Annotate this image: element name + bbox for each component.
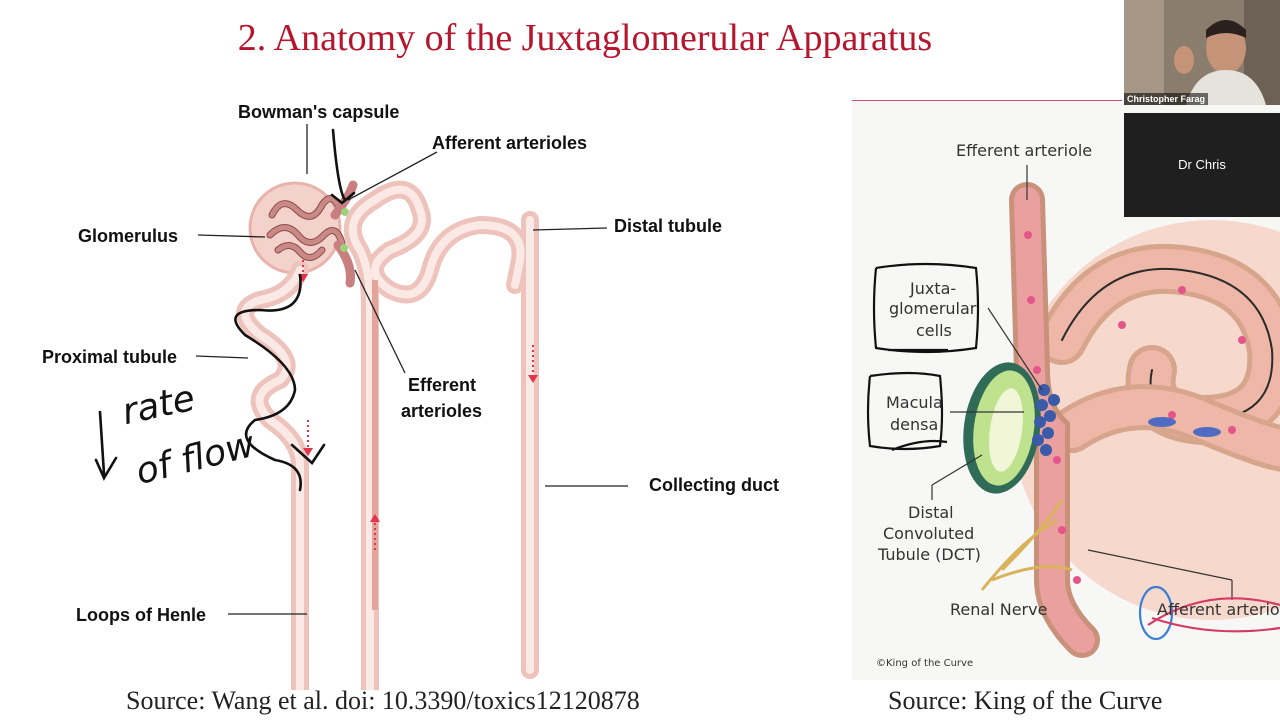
label-dct-1: Distal — [908, 503, 954, 522]
participant-name-1: Christopher Farag — [1124, 93, 1209, 105]
label-renal-nerve: Renal Nerve — [950, 600, 1048, 619]
label-proximal-tubule: Proximal tubule — [42, 347, 178, 367]
participant-video-icon — [1124, 0, 1280, 105]
label-efferent-arteriole: Efferent arteriole — [956, 141, 1093, 160]
label-glomerulus: Glomerulus — [78, 226, 179, 246]
label-macula-densa-1: Macula — [886, 393, 943, 412]
label-distal-tubule: Distal tubule — [614, 216, 723, 236]
label-jg-cells-1: Juxta- — [910, 279, 957, 298]
label-bowmans-capsule: Bowman's capsule — [238, 102, 400, 122]
jga-diagram — [852, 100, 1280, 658]
label-afferent-arterioles: Afferent arterioles — [432, 133, 588, 153]
label-efferent-arterioles-2: arterioles — [401, 401, 483, 421]
left-source: Source: Wang et al. doi: 10.3390/toxics1… — [126, 686, 640, 715]
label-dct-2: Convoluted — [883, 524, 975, 543]
label-collecting-duct: Collecting duct — [649, 475, 779, 495]
video-tile-christopher[interactable]: Christopher Farag — [1124, 0, 1280, 105]
label-loops-of-henle: Loops of Henle — [76, 605, 206, 625]
copyright-text: ©King of the Curve — [876, 658, 974, 669]
slide-title: 2. Anatomy of the Juxtaglomerular Appara… — [237, 17, 933, 59]
label-afferent-arteriole: Afferent arterio — [1157, 600, 1280, 619]
label-jg-cells-2: glomerular — [889, 299, 977, 318]
nephron-diagram — [94, 124, 628, 690]
label-jg-cells-3: cells — [916, 321, 952, 340]
participant-name-2: Dr Chris — [1178, 157, 1226, 172]
label-efferent-arterioles-1: Efferent — [408, 375, 477, 395]
jga-diagram-panel: Efferent arteriole Juxta- glomerular cel… — [852, 100, 1280, 680]
video-tile-dr-chris[interactable]: Dr Chris — [1124, 113, 1280, 217]
flow-arrows — [302, 260, 534, 550]
right-source: Source: King of the Curve — [888, 686, 1163, 715]
label-dct-3: Tubule (DCT) — [878, 545, 981, 564]
handwriting-strokes — [94, 128, 356, 492]
label-macula-densa-2: densa — [890, 415, 939, 434]
